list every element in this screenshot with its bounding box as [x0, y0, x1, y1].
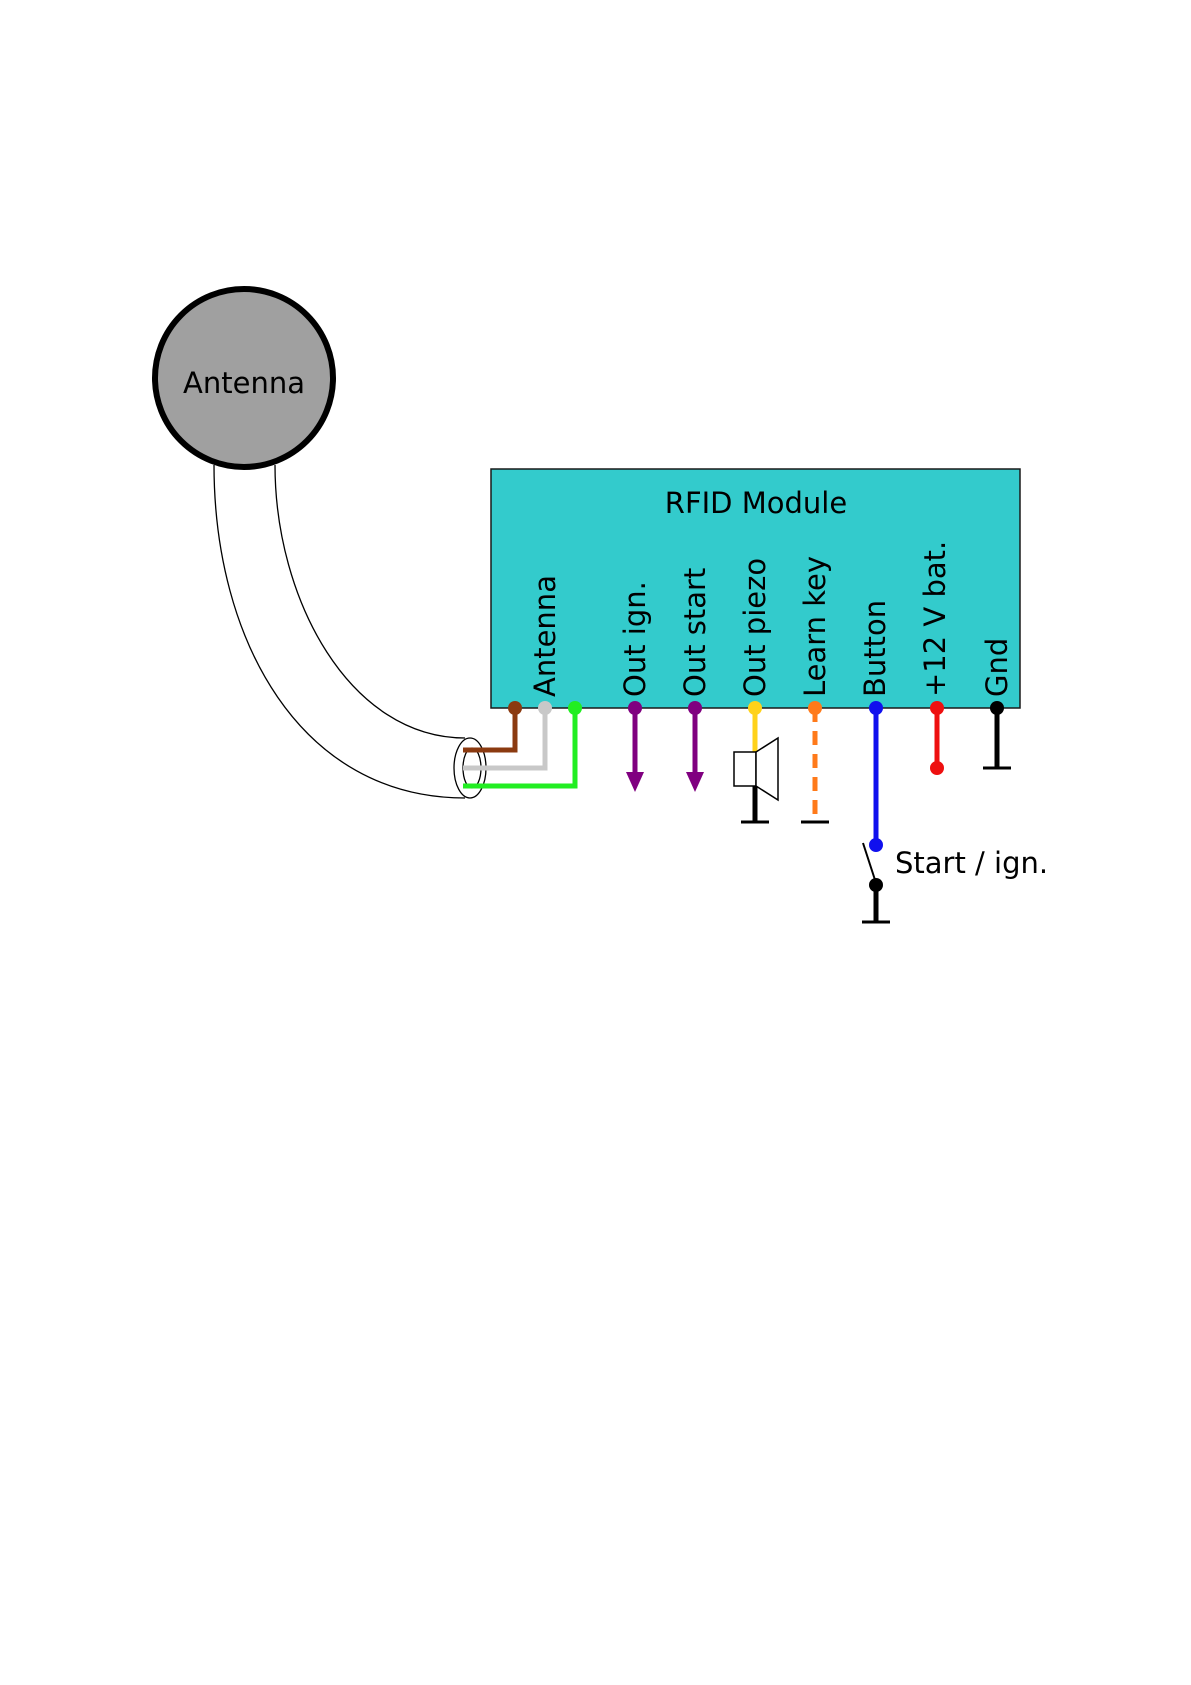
arrow-out-start — [686, 772, 704, 792]
dot-12v-bat-end — [930, 761, 944, 775]
dot-gnd — [990, 701, 1004, 715]
pin-label-gnd: Gnd — [980, 638, 1014, 697]
speaker-body — [734, 752, 756, 786]
speaker-cone — [756, 738, 778, 800]
dot-button-switch — [869, 838, 883, 852]
module-title: RFID Module — [665, 486, 847, 520]
dot-button — [869, 701, 883, 715]
dot-switch-pivot — [869, 878, 883, 892]
antenna-cable — [214, 465, 486, 798]
dot-out-ign — [628, 701, 642, 715]
pin-label-out-start: Out start — [678, 568, 712, 697]
dot-antenna-green — [568, 701, 582, 715]
antenna-label: Antenna — [183, 366, 305, 400]
ground-symbols — [801, 768, 1011, 822]
dot-12v-bat — [930, 701, 944, 715]
pin-label-antenna: Antenna — [528, 575, 562, 697]
dot-antenna-brown — [508, 701, 522, 715]
arrow-out-ign — [626, 772, 644, 792]
cable-outer-edge — [214, 465, 465, 798]
pin-wires — [626, 708, 997, 845]
pin-label-out-piezo: Out piezo — [738, 558, 772, 697]
dot-learn-key — [808, 701, 822, 715]
dot-out-start — [688, 701, 702, 715]
dot-antenna-grey — [538, 701, 552, 715]
pin-label-learn-key: Learn key — [798, 556, 832, 697]
dot-out-piezo — [748, 701, 762, 715]
pin-label-12v-bat: +12 V bat. — [918, 541, 952, 697]
cable-inner-edge — [275, 465, 465, 738]
switch-label: Start / ign. — [895, 846, 1048, 880]
antenna: Antenna — [155, 289, 333, 467]
start-switch: Start / ign. — [862, 843, 1048, 922]
rfid-module: RFID Module Antenna Out ign. Out start O… — [491, 469, 1020, 708]
pin-label-button: Button — [858, 600, 892, 697]
pin-label-out-ign: Out ign. — [618, 581, 652, 697]
